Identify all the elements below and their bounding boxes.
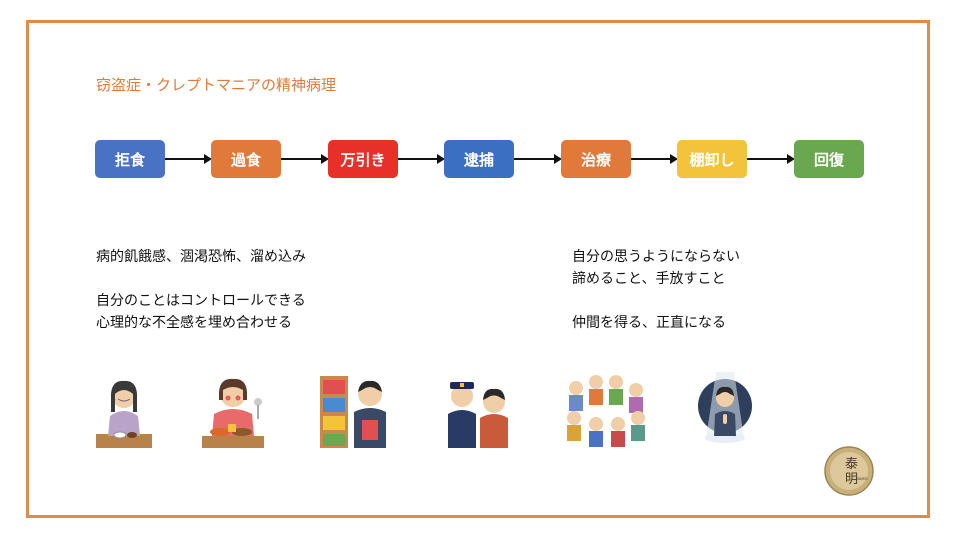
slide-title: 窃盗症・クレプトマニアの精神病理 [96,76,337,94]
step-recovery: 回復 [794,140,864,178]
arrow-4 [514,154,562,164]
step-arrest: 逮捕 [444,140,514,178]
step-binge-eating: 過食 [211,140,281,178]
step-inventory: 棚卸し [677,140,747,178]
binge-eating-woman-icon [202,378,264,448]
arrow-3 [398,154,445,164]
logo-char-2: 明 [845,472,858,487]
logo-char-1: 泰 [845,457,858,472]
logo-sub: TAIMEI [855,477,868,481]
logo-seal: 泰 明 TAIMEI [824,446,874,496]
shoplifting-man-icon [320,376,386,448]
left-note-2: 自分のことはコントロールできる [96,293,306,309]
slide-frame [26,20,930,518]
arrow-5 [631,154,678,164]
left-note-1: 病的飢餓感、涸渇恐怖、溜め込み [96,249,306,265]
step-shoplifting: 万引き [328,140,398,178]
step-treatment: 治療 [561,140,631,178]
arrow-6 [747,154,795,164]
praying-person-spotlight-icon [698,372,752,443]
arrow-2 [281,154,329,164]
right-note-3: 仲間を得る、正直になる [572,315,726,331]
police-arrest-icon [448,382,508,448]
step-anorexia: 拒食 [95,140,165,178]
left-note-3: 心理的な不全感を埋め合わせる [96,315,292,331]
anorexic-woman-icon [96,380,152,448]
group-therapy-icon [567,375,645,447]
right-note-2: 諦めること、手放すこと [572,271,726,287]
arrow-1 [165,154,212,164]
right-note-1: 自分の思うようにならない [572,249,740,265]
